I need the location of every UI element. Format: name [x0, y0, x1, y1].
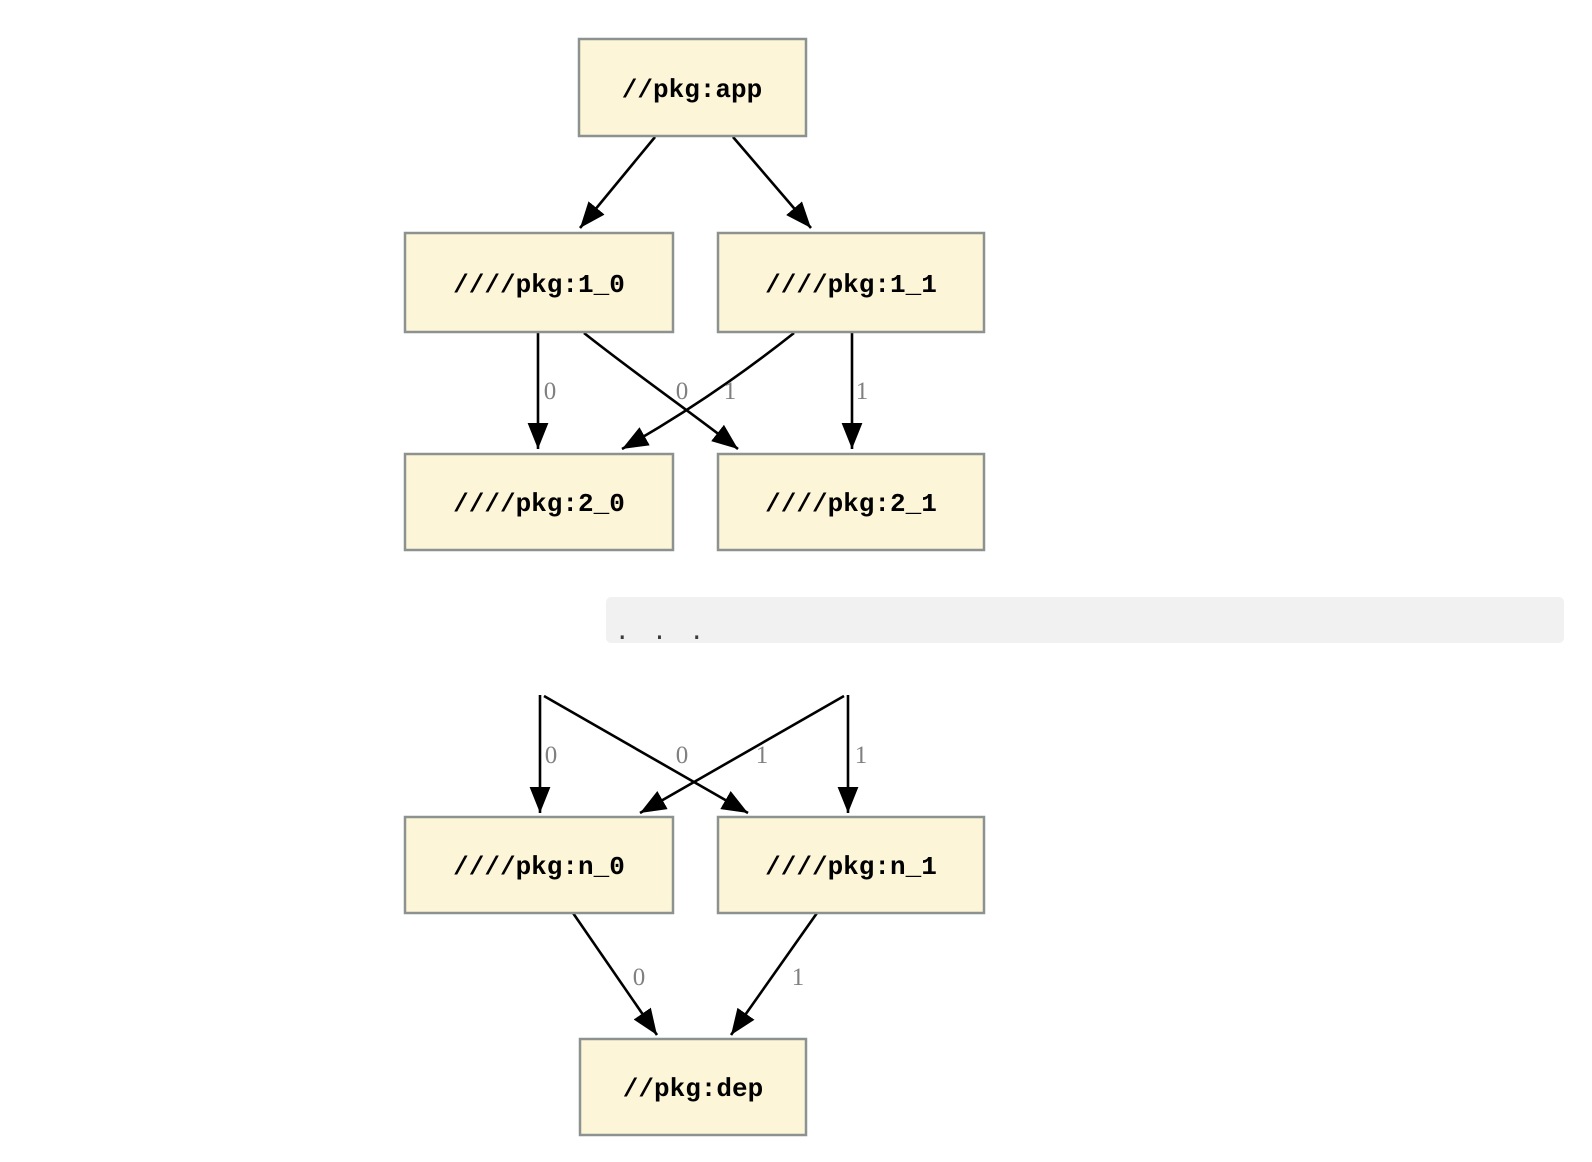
- node-n_0: ////pkg:n_0: [403, 815, 675, 915]
- edge-1_0-to-2_1: [583, 331, 739, 451]
- node-2_1-box: [716, 452, 986, 552]
- edge-elided_0-to-n_1: [543, 694, 749, 815]
- node-1_0-label: ////pkg:1_0: [453, 270, 625, 300]
- node-n_0-box: [403, 815, 675, 915]
- node-n_1: ////pkg:n_1: [716, 815, 986, 915]
- edge-app-to-1_1: [732, 136, 812, 229]
- node-dep: //pkg:dep: [578, 1037, 808, 1137]
- node-dep-box: [578, 1037, 808, 1137]
- node-app-label: //pkg:app: [622, 75, 762, 105]
- node-1_0: ////pkg:1_0: [403, 231, 675, 334]
- edge-elided_1-to-n_0: [639, 694, 845, 815]
- edge-label-elided_1-n_1: 1: [855, 742, 868, 769]
- edge-1_1-to-2_0: [621, 331, 795, 451]
- edge-label-1_0-2_1: 1: [724, 378, 737, 405]
- edge-n_0-to-dep: [571, 912, 659, 1036]
- ellipsis-band-text: . . .: [615, 617, 704, 645]
- node-2_1-label: ////pkg:2_1: [765, 489, 937, 519]
- edge-label-1_1-2_0: 0: [676, 378, 689, 405]
- node-2_1: ////pkg:2_1: [716, 452, 986, 552]
- edge-label-elided_1-n_0: 0: [676, 742, 689, 769]
- edge-app-to-1_0: [578, 136, 657, 229]
- node-2_0-label: ////pkg:2_0: [453, 489, 625, 519]
- node-dep-label: //pkg:dep: [623, 1074, 763, 1104]
- node-n_0-label: ////pkg:n_0: [453, 852, 625, 882]
- node-1_1-box: [716, 231, 986, 334]
- node-2_0-box: [403, 452, 675, 552]
- edge-label-n_0-dep: 0: [633, 964, 646, 991]
- ellipsis-band: . . .: [606, 597, 1564, 645]
- ellipsis-band-background: [606, 597, 1564, 643]
- edges-upper: 0 0 1 1: [527, 136, 869, 451]
- edge-label-1_0-2_0: 0: [544, 378, 557, 405]
- node-1_1: ////pkg:1_1: [716, 231, 986, 334]
- edge-label-elided_0-n_0: 0: [545, 742, 558, 769]
- edge-label-1_1-2_1: 1: [856, 378, 869, 405]
- node-n_1-box: [716, 815, 986, 915]
- node-app-box: [577, 37, 808, 138]
- edge-label-n_1-dep: 1: [792, 964, 805, 991]
- node-app: //pkg:app: [577, 37, 808, 138]
- node-1_0-box: [403, 231, 675, 334]
- node-1_1-label: ////pkg:1_1: [765, 270, 937, 300]
- edge-label-elided_0-n_1: 1: [756, 742, 769, 769]
- node-n_1-label: ////pkg:n_1: [765, 852, 937, 882]
- node-2_0: ////pkg:2_0: [403, 452, 675, 552]
- edge-n_1-to-dep: [729, 912, 819, 1036]
- edges-lower: 0 0 1 1 0 1: [529, 694, 868, 1036]
